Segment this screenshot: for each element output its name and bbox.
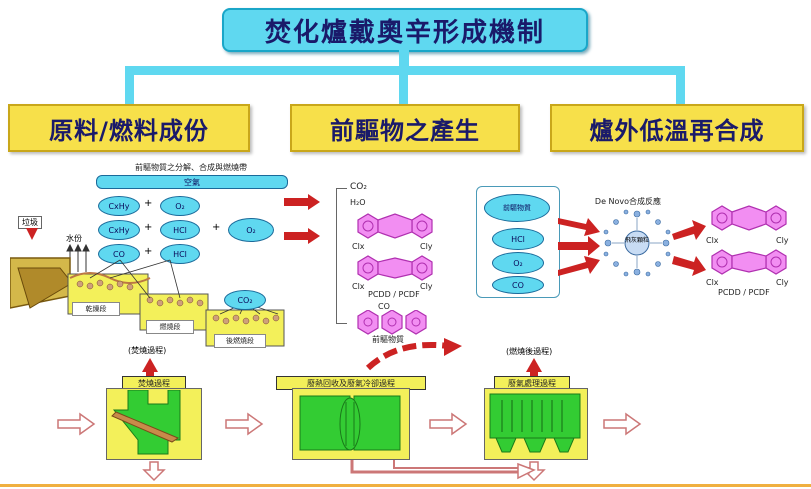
precursor-molecule-icon	[357, 310, 427, 335]
oval-co2: CO₂	[224, 290, 266, 310]
category-raw-material: 原料/燃料成份	[8, 104, 250, 152]
bottom-rule	[0, 484, 811, 487]
up-arrow-icon	[142, 358, 158, 372]
zone-postburn: 後燃燒段	[214, 334, 266, 348]
left-top-note: 前驅物質之分解、合成與燃燒帶	[135, 163, 247, 172]
curved-arrow-center	[365, 338, 462, 371]
zone-drying: 乾燥段	[72, 302, 120, 316]
right-oval-o2: O₂	[492, 252, 544, 274]
right-oval-co: CO	[492, 276, 544, 294]
heat-recovery-equipment	[299, 395, 401, 451]
air-bar: 空氣	[96, 175, 288, 189]
oval-cxhy-2: CxHy	[98, 220, 140, 240]
right-furan-icon	[711, 249, 787, 275]
clx-label-2: Clx	[352, 282, 365, 291]
right-cly-1: Cly	[776, 236, 789, 245]
right-oval-precursor: 前驅物質	[484, 194, 550, 222]
precursor-label: 前驅物質	[372, 335, 404, 344]
arrows-left-to-middle	[284, 194, 320, 244]
oval-hcl-2: HCl	[160, 244, 200, 264]
middle-bracket	[336, 188, 347, 324]
plus-sign: +	[144, 222, 153, 233]
stage-note-2: (燃燒後過程)	[506, 347, 553, 356]
up-arrow-stem-2	[530, 371, 538, 377]
connector-vertical	[399, 50, 409, 72]
category-resynthesis: 爐外低溫再合成	[550, 104, 804, 152]
denovo-header: De Novo合成反應	[594, 197, 662, 206]
oval-co-1: CO	[98, 244, 140, 264]
gas-treatment-equipment	[489, 393, 581, 453]
connector-right	[676, 66, 685, 106]
right-pcdd-label: PCDD / PCDF	[718, 288, 770, 297]
up-arrow-icon-2	[526, 358, 542, 372]
fly-ash-label: 飛灰顆粒	[624, 237, 649, 244]
right-dioxin-icon	[711, 205, 787, 231]
zone-burning: 燃燒段	[146, 320, 194, 334]
co-label: CO	[378, 302, 390, 311]
feed-arrow-icon	[26, 228, 38, 240]
oval-cxhy-1: CxHy	[98, 196, 140, 216]
plus-sign: +	[212, 222, 221, 233]
stage-note-1: (焚燒過程)	[128, 346, 167, 355]
page-title: 焚化爐戴奧辛形成機制	[222, 8, 588, 52]
dioxin-molecule-icon	[357, 213, 433, 239]
steam-label: 水份	[66, 234, 82, 243]
red-arrows-into-center	[558, 218, 600, 276]
right-oval-hcl: HCl	[492, 228, 544, 250]
oval-o2-2: O₂	[228, 218, 274, 242]
plus-sign: +	[144, 198, 153, 209]
oval-hcl-1: HCl	[160, 220, 200, 240]
flow-arrows	[57, 412, 642, 482]
co2-label: CO₂	[350, 182, 367, 192]
up-arrow-stem	[146, 371, 154, 377]
combustion-chamber	[10, 257, 285, 347]
category-precursor: 前驅物之產生	[290, 104, 520, 152]
cly-label-1: Cly	[420, 242, 433, 251]
middle-pcdd-label: PCDD / PCDF	[368, 290, 420, 299]
right-clx-2: Clx	[706, 278, 719, 287]
incinerator-equipment	[111, 390, 181, 455]
plus-sign: +	[144, 246, 153, 257]
right-cly-2: Cly	[776, 278, 789, 287]
connector-middle	[399, 66, 408, 106]
right-clx-1: Clx	[706, 236, 719, 245]
furan-molecule-icon	[357, 255, 433, 281]
fly-ash-particle	[603, 209, 671, 277]
connector-left	[125, 66, 134, 106]
red-arrows-out-of-center	[672, 220, 706, 276]
oval-o2-1: O₂	[160, 196, 200, 216]
h2o-label: H₂O	[350, 198, 366, 207]
cly-label-2: Cly	[420, 282, 433, 291]
clx-label-1: Clx	[352, 242, 365, 251]
